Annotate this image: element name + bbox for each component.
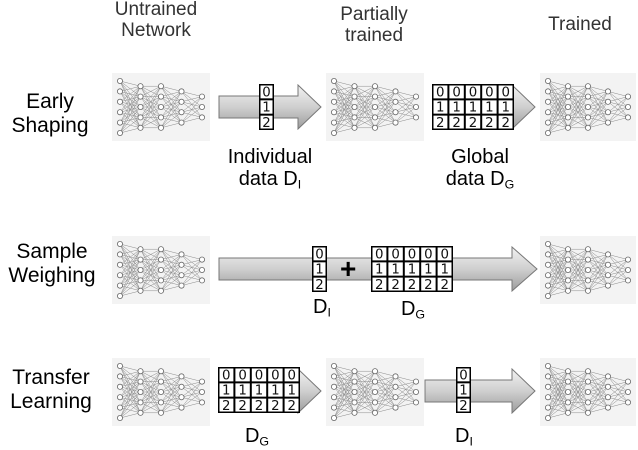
digit-glyph: 0: [485, 85, 493, 100]
digit-glyph: 0: [459, 368, 467, 383]
network-icon: [540, 358, 636, 426]
digit-glyph: 1: [391, 263, 399, 278]
plus-icon: +: [340, 253, 357, 284]
digit-glyph: 1: [315, 263, 323, 278]
arrow-icon: [424, 368, 536, 414]
digit-glyph: 1: [459, 384, 467, 399]
digit-glyph: 0: [271, 368, 279, 383]
digit-glyph: 1: [255, 384, 263, 399]
individual-data-label: Individual data DI: [210, 146, 330, 193]
digit-glyph: 1: [436, 101, 444, 116]
digit-glyph: 0: [222, 368, 230, 383]
network-icon: [540, 236, 636, 304]
global-data-label: Global data DG: [420, 146, 540, 193]
digit-glyph: 2: [375, 278, 383, 292]
digit-glyph: 2: [436, 116, 444, 130]
digit-glyph: 2: [408, 278, 416, 292]
digit-glyph: 0: [502, 85, 510, 100]
digit-glyph: 0: [238, 368, 246, 383]
digit-glyph: 1: [469, 101, 477, 116]
digit-glyph: 2: [255, 399, 263, 413]
row-label-transfer-learning: Transfer Learning: [10, 366, 92, 413]
digit-glyph: 2: [315, 278, 323, 292]
network-icon: [112, 358, 210, 426]
row-label-early-shaping: Early Shaping: [11, 90, 89, 137]
network-icon: [112, 73, 210, 141]
digit-glyph: 1: [271, 384, 279, 399]
digit-glyph: 0: [424, 247, 432, 262]
digit-glyph: 2: [271, 399, 279, 413]
digit-glyph: 0: [255, 368, 263, 383]
individual-data-line1: Individual: [227, 146, 313, 168]
digit-glyph: 2: [424, 278, 432, 292]
global-data-line2: data DG: [445, 168, 515, 192]
individual-data-tile: 012: [312, 246, 327, 292]
network-icon: [326, 358, 424, 426]
digit-glyph: 1: [262, 101, 270, 116]
di-label: DI: [313, 296, 331, 320]
network-icon: [112, 236, 210, 304]
digit-glyph: 2: [238, 399, 246, 413]
row-label-sample-weighing: Sample Weighing: [8, 240, 96, 287]
dg-label: DG: [400, 298, 426, 322]
digit-glyph: 2: [485, 116, 493, 130]
digit-glyph: 1: [424, 263, 432, 278]
digit-glyph: 0: [436, 85, 444, 100]
digit-glyph: 2: [502, 116, 510, 130]
digit-glyph: 1: [452, 101, 460, 116]
digit-glyph: 2: [288, 399, 296, 413]
digit-glyph: 2: [452, 116, 460, 130]
digit-glyph: 2: [262, 116, 270, 130]
digit-glyph: 1: [238, 384, 246, 399]
network-icon: [326, 73, 424, 141]
digit-glyph: 0: [288, 368, 296, 383]
dg-label: DG: [244, 425, 270, 449]
header-untrained-network: Untrained Network: [114, 0, 198, 42]
digit-glyph: 0: [262, 85, 270, 100]
digit-glyph: 1: [222, 384, 230, 399]
digit-glyph: 0: [452, 85, 460, 100]
network-icon: [540, 73, 636, 141]
digit-glyph: 0: [408, 247, 416, 262]
individual-data-tile: 012: [259, 84, 274, 130]
digit-glyph: 1: [502, 101, 510, 116]
digit-glyph: 0: [315, 247, 323, 262]
digit-glyph: 0: [441, 247, 449, 262]
digit-glyph: 0: [469, 85, 477, 100]
header-trained: Trained: [548, 14, 612, 35]
digit-glyph: 0: [375, 247, 383, 262]
digit-glyph: 2: [441, 278, 449, 292]
digit-glyph: 1: [408, 263, 416, 278]
digit-glyph: 1: [375, 263, 383, 278]
individual-data-line2: data DI: [238, 168, 302, 192]
digit-glyph: 1: [485, 101, 493, 116]
di-label: DI: [455, 425, 473, 449]
individual-data-tile: 012: [456, 367, 471, 413]
header-partially-trained: Partially trained: [340, 4, 408, 47]
digit-glyph: 0: [391, 247, 399, 262]
digit-glyph: 2: [391, 278, 399, 292]
global-data-line1: Global: [451, 146, 509, 168]
digit-glyph: 2: [222, 399, 230, 413]
digit-glyph: 1: [441, 263, 449, 278]
digit-glyph: 2: [469, 116, 477, 130]
digit-glyph: 1: [288, 384, 296, 399]
digit-glyph: 2: [459, 399, 467, 413]
